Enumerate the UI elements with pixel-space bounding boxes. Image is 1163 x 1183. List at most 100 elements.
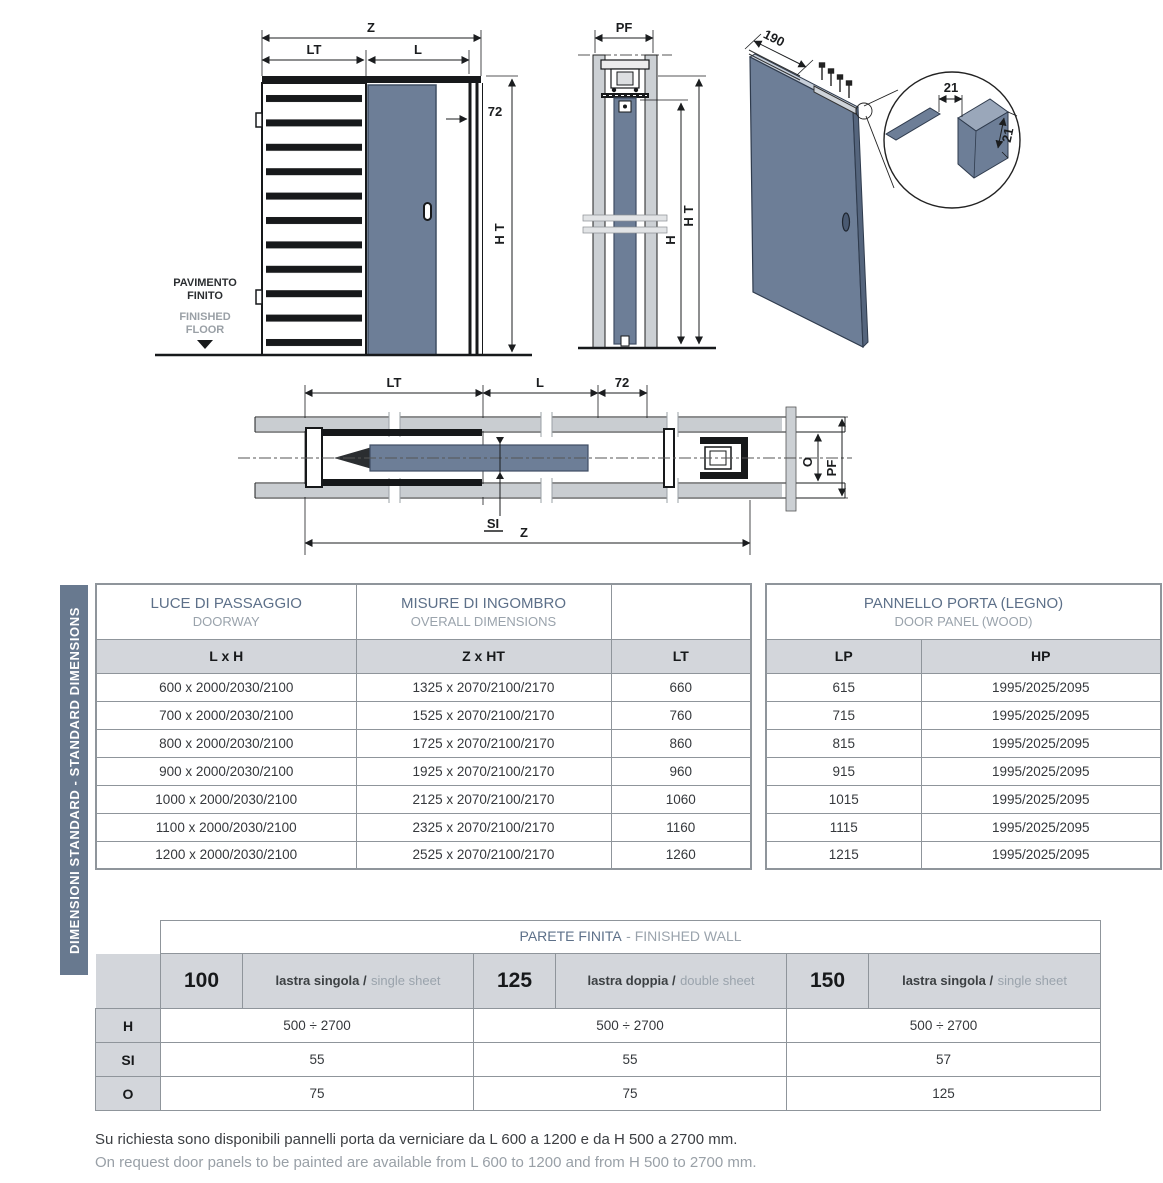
table-cell: 700 x 2000/2030/2100 [95, 700, 357, 730]
wall-break-marks [388, 412, 679, 503]
table-cell: 960 [610, 756, 752, 786]
col-lt: LT [610, 638, 752, 674]
col-hp: HP [920, 638, 1162, 674]
table-row: O 75 75 125 [95, 1076, 1102, 1111]
floor-label-en-2: FLOOR [186, 324, 225, 336]
dim-h-label: H [663, 235, 678, 244]
table-cell: 760 [610, 700, 752, 730]
table-cell: 125 [785, 1076, 1102, 1111]
table-cell: 1995/2025/2095 [920, 756, 1162, 786]
table-cell: 500 ÷ 2700 [160, 1008, 474, 1043]
col-zxht: Z x HT [355, 638, 612, 674]
dimensions-table-left: LUCE DI PASSAGGIO DOORWAY MISURE DI INGO… [95, 583, 752, 870]
door-panel-header-it: PANNELLO PORTA (LEGNO) [863, 594, 1064, 612]
plan-dim-si-label: SI [487, 516, 499, 531]
doorway-header-it: LUCE DI PASSAGGIO [150, 594, 302, 612]
table-row: SI 55 55 57 [95, 1042, 1102, 1077]
doorway-header-en: DOORWAY [192, 613, 260, 629]
table-cell: 1725 x 2070/2100/2170 [355, 728, 612, 758]
doorway-header: LUCE DI PASSAGGIO DOORWAY [95, 583, 357, 640]
dim-ht-section-label: HT [681, 201, 696, 226]
door-handle-3d [841, 212, 851, 232]
table-cell: 900 x 2000/2030/2100 [95, 756, 357, 786]
table-cell: 1995/2025/2095 [920, 672, 1162, 702]
table-cell: 600 x 2000/2030/2100 [95, 672, 357, 702]
wall-type-150: lastra singola / single sheet [867, 953, 1102, 1009]
floor-label-it-2: FINITO [187, 290, 223, 302]
floor-label-en-1: FINISHED [179, 311, 230, 323]
row-label-h: H [95, 1008, 161, 1043]
table-cell: 1260 [610, 840, 752, 870]
table-cell: 1200 x 2000/2030/2100 [95, 840, 357, 870]
table-cell: 55 [160, 1042, 474, 1077]
technical-drawings: Z LT L 72 HT PAVIMENTO FINITO FINISHED [155, 20, 1021, 555]
table-cell: 1000 x 2000/2030/2100 [95, 784, 357, 814]
dim-72-label: 72 [488, 104, 502, 119]
table-cell: 1995/2025/2095 [920, 784, 1162, 814]
table-cell: 1215 [765, 840, 922, 870]
front-elevation-drawing: Z LT L 72 HT PAVIMENTO FINITO FINISHED [155, 20, 532, 357]
row-label-o: O [95, 1076, 161, 1111]
dim-pf-label: PF [616, 20, 633, 35]
table-cell: 1995/2025/2095 [920, 700, 1162, 730]
table-cell: 1325 x 2070/2100/2170 [355, 672, 612, 702]
table-cell: 1995/2025/2095 [920, 728, 1162, 758]
table-cell: 1925 x 2070/2100/2170 [355, 756, 612, 786]
table-cell: 75 [473, 1076, 787, 1111]
dim-z-label: Z [367, 20, 375, 35]
table-cell: 615 [765, 672, 922, 702]
wall-type-100: lastra singola / single sheet [242, 953, 474, 1009]
footnote-italian: Su richiesta sono disponibili pannelli p… [95, 1131, 738, 1148]
floor-label-it-1: PAVIMENTO [173, 277, 237, 289]
dim-lt-label: LT [307, 42, 322, 57]
finished-wall-header: PARETE FINITA - FINISHED WALL [159, 920, 1102, 954]
footnotes: Su richiesta sono disponibili pannelli p… [95, 1128, 757, 1174]
door-panel-header: PANNELLO PORTA (LEGNO) DOOR PANEL (WOOD) [765, 583, 1162, 640]
wall-size-150: 150 [786, 953, 869, 1009]
plan-dim-72-label: 72 [615, 375, 629, 390]
lt-header-empty [610, 583, 752, 640]
plan-dim-lt-label: LT [387, 375, 402, 390]
table-cell: 2525 x 2070/2100/2170 [355, 840, 612, 870]
overall-header-en: OVERALL DIMENSIONS [410, 613, 557, 629]
wall-size-125: 125 [473, 953, 556, 1009]
table-cell: 915 [765, 756, 922, 786]
standard-dimensions-banner: DIMENSIONI STANDARD - STANDARD DIMENSION… [60, 585, 88, 975]
table-cell: 1995/2025/2095 [920, 840, 1162, 870]
fixing-screws-icon [818, 62, 853, 98]
dim-21-top-label: 21 [944, 80, 958, 95]
dim-l-label: L [414, 42, 422, 57]
wall-type-125: lastra doppia / double sheet [555, 953, 787, 1009]
floor-level-marker-icon [197, 340, 213, 349]
table-cell: 55 [473, 1042, 787, 1077]
table-cell: 1015 [765, 784, 922, 814]
table-cell: 2325 x 2070/2100/2170 [355, 812, 612, 842]
table-cell: 815 [765, 728, 922, 758]
vertical-section-drawing: PF H HT [578, 20, 716, 350]
plan-dim-o-label: O [800, 457, 815, 467]
panel-3d-drawing: 190 21 21 [744, 26, 1021, 349]
plan-dim-z-label: Z [520, 525, 528, 540]
table-cell: 660 [610, 672, 752, 702]
finished-wall-title-en: - FINISHED WALL [626, 928, 742, 944]
table-cell: 75 [160, 1076, 474, 1111]
footnote-english: On request door panels to be painted are… [95, 1154, 757, 1171]
finished-wall-table: PARETE FINITA - FINISHED WALL 100 lastra… [95, 920, 1102, 1111]
finished-wall-title-it: PARETE FINITA [519, 928, 622, 944]
plan-dim-l-label: L [536, 375, 544, 390]
table-cell: 1995/2025/2095 [920, 812, 1162, 842]
table-cell: 715 [765, 700, 922, 730]
door-handle [423, 202, 432, 221]
overall-header: MISURE DI INGOMBRO OVERALL DIMENSIONS [355, 583, 612, 640]
table-cell: 1525 x 2070/2100/2170 [355, 700, 612, 730]
